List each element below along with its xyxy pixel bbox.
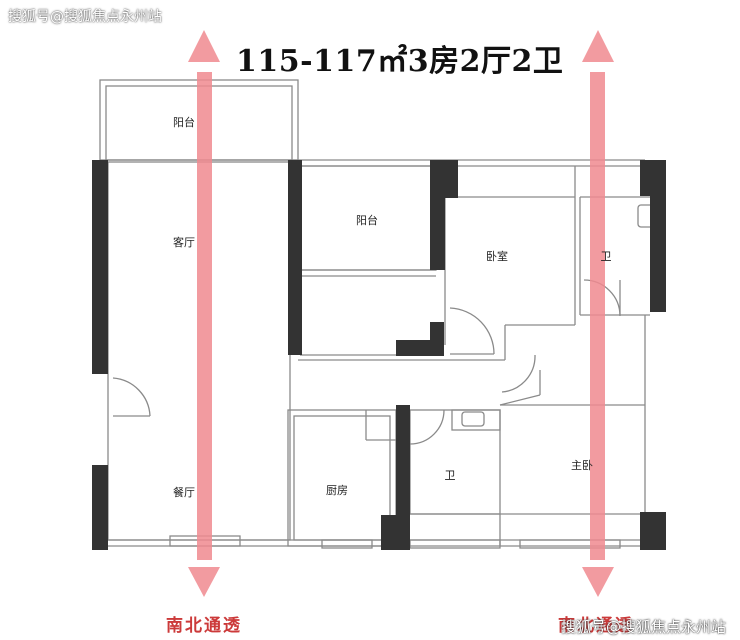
watermark-top: 搜狐号@搜狐焦点永州站 xyxy=(8,9,162,25)
plan-title: 115-117㎡3房2厅2卫 xyxy=(236,44,564,79)
watermark-bottom: 搜狐号@搜狐焦点永州站 xyxy=(561,618,727,636)
room-label-bath-right: 卫 xyxy=(600,250,612,263)
plan-walls xyxy=(92,160,666,550)
room-label-kitchen: 厨房 xyxy=(326,484,348,497)
room-label-living-room: 客厅 xyxy=(173,236,195,249)
plan-outlines xyxy=(99,79,660,549)
ns-arrow-left xyxy=(188,30,220,597)
room-label-master-bedroom: 主卧 xyxy=(571,459,593,472)
ns-arrow-right xyxy=(582,30,614,597)
axis-label-right: 南北通透 xyxy=(558,616,634,636)
room-label-balcony-top: 阳台 xyxy=(173,116,195,129)
room-label-bath-mid: 卫 xyxy=(444,469,456,482)
room-label-dining-room: 餐厅 xyxy=(173,486,195,499)
room-label-balcony-mid: 阳台 xyxy=(356,214,378,227)
axis-label-left: 南北通透 xyxy=(166,616,242,636)
room-label-bedroom: 卧室 xyxy=(486,250,508,263)
